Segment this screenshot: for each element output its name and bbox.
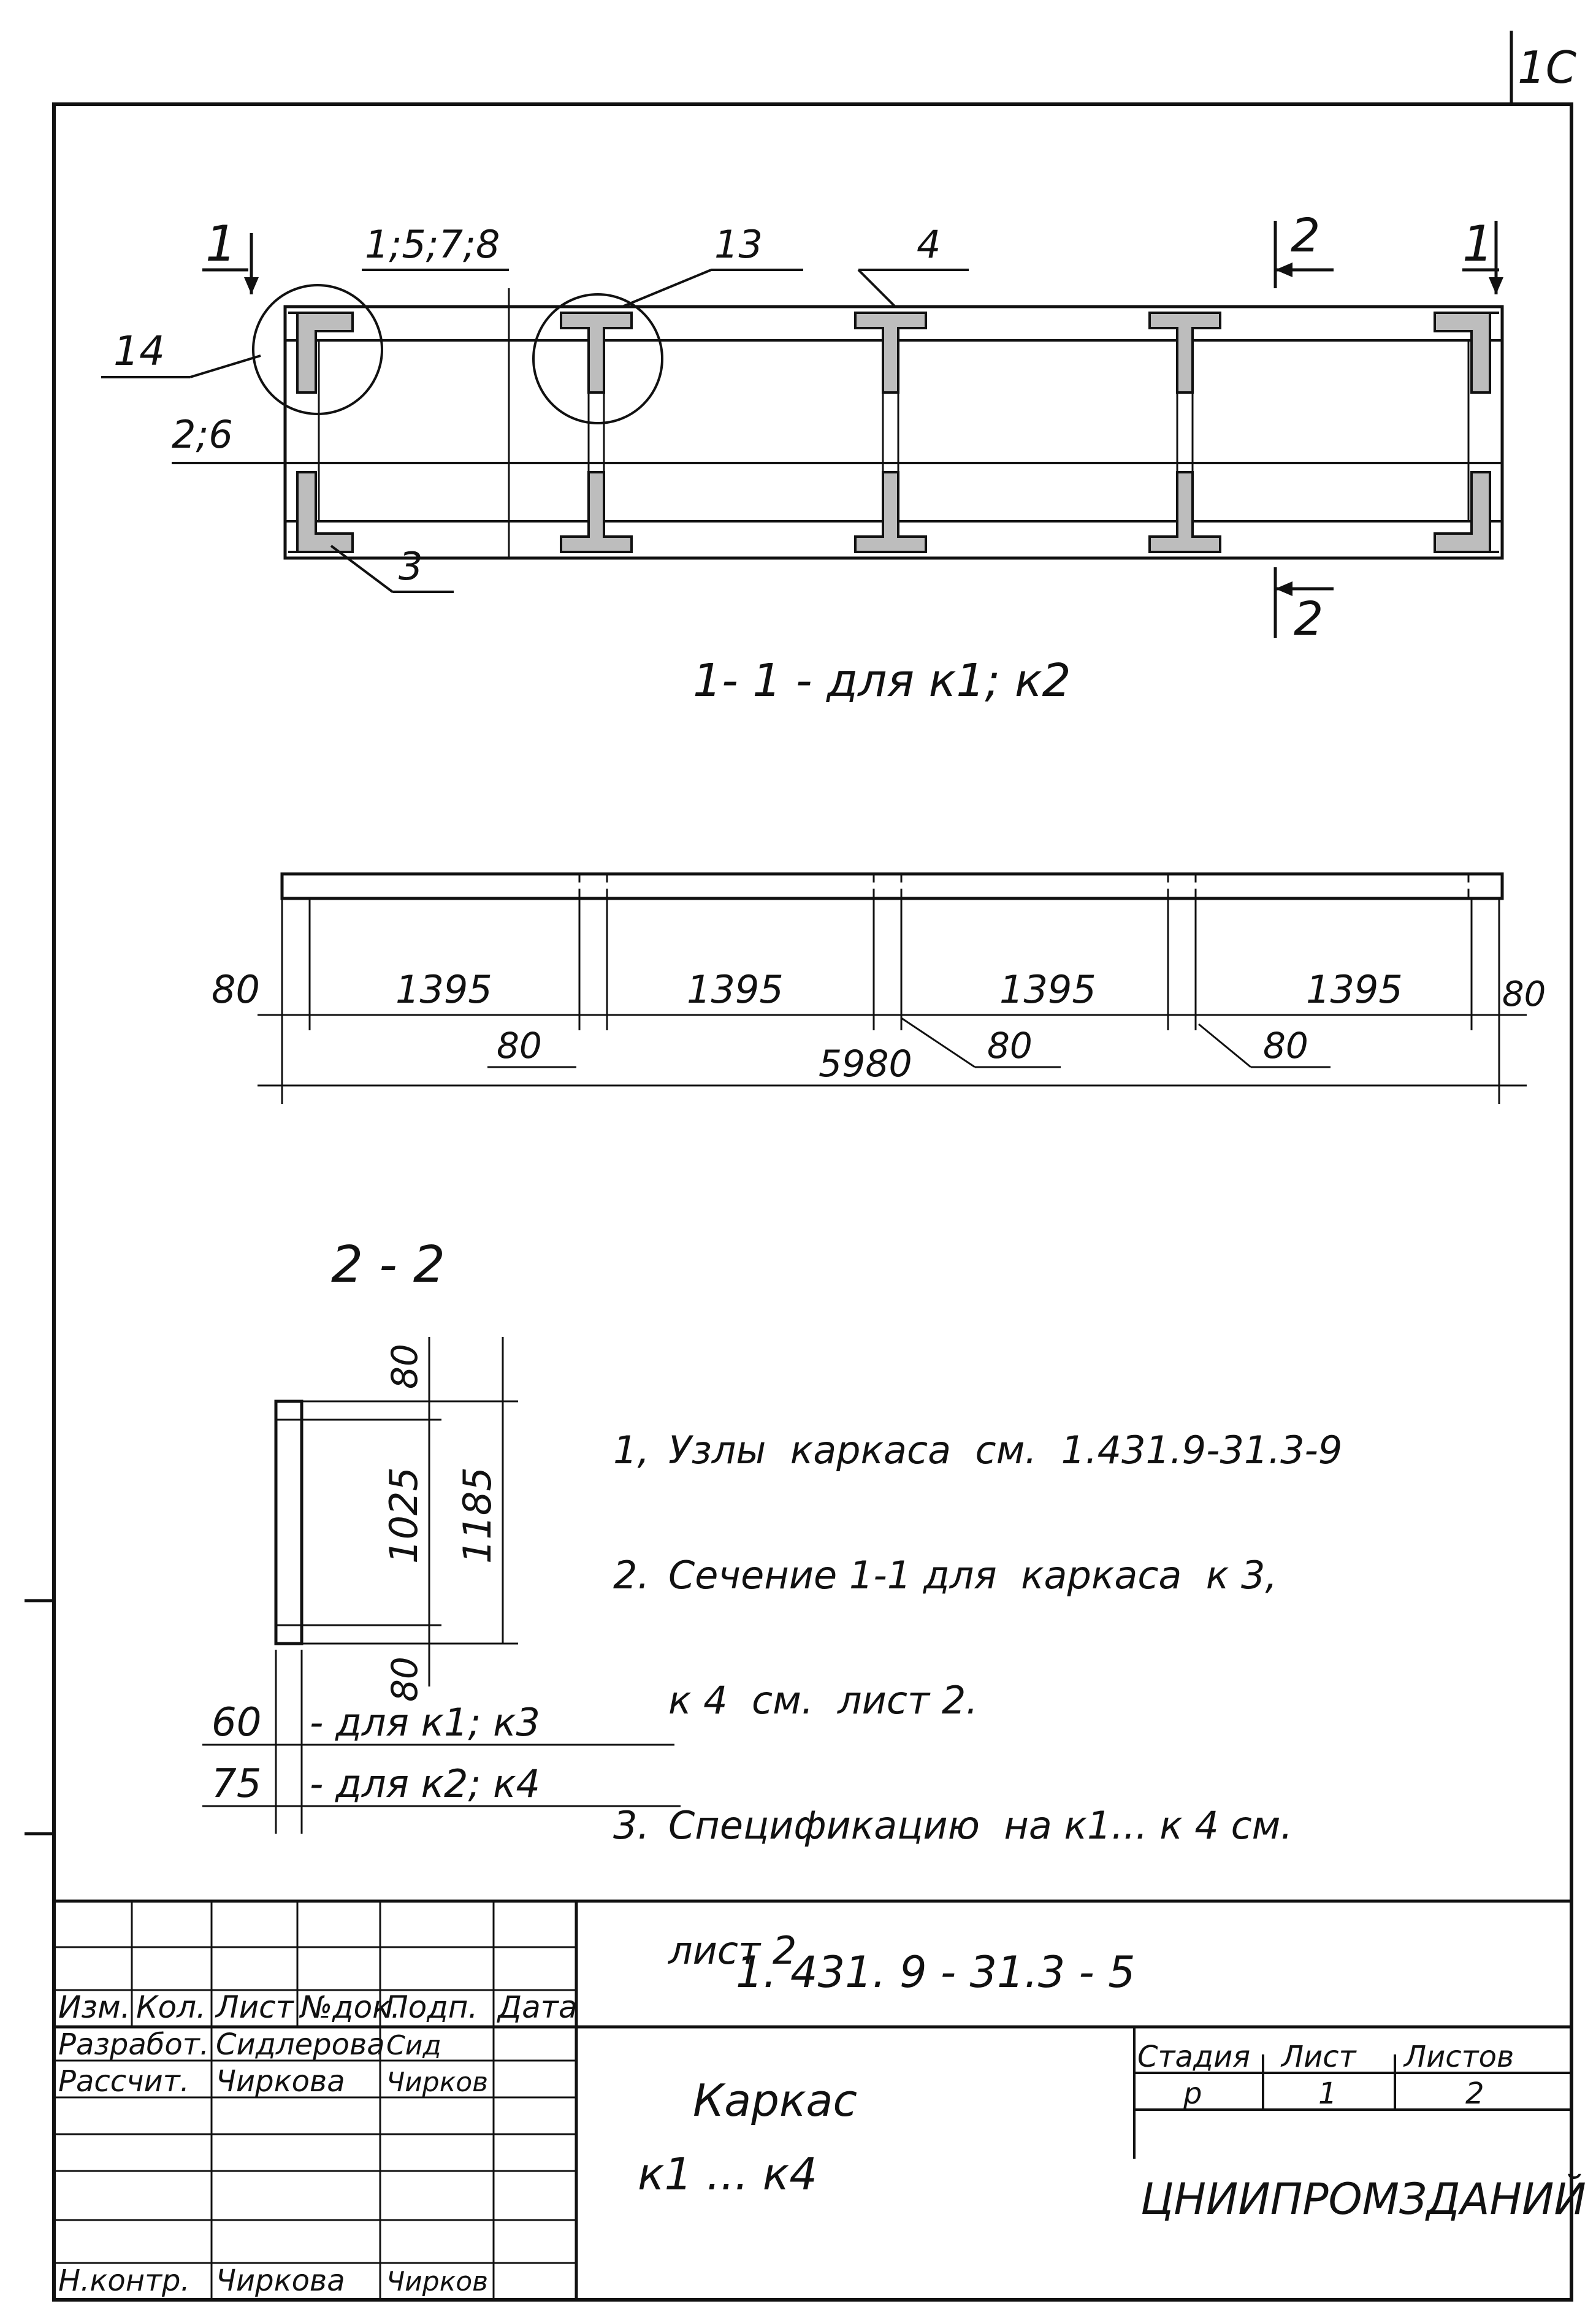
note-number xyxy=(613,1680,668,1721)
dim-1395: 1395 xyxy=(999,967,1096,1012)
dim-80-top: 80 xyxy=(384,1344,426,1389)
section-2-2-title: 2 - 2 xyxy=(331,1236,445,1294)
cut-label-1-left: 1 xyxy=(205,215,237,272)
callout-circle-14 xyxy=(252,284,383,415)
header-kol: Кол. xyxy=(136,1989,206,2025)
header-izm: Изм. xyxy=(58,1989,131,2025)
callout-3: 3 xyxy=(399,544,422,589)
dim-1025: 1025 xyxy=(381,1467,426,1564)
name-line1: Каркас xyxy=(693,2075,857,2126)
note-3: 3. Спецификацию на к1... к 4 см. xyxy=(613,1805,1342,1847)
note-text: Узлы каркаса см. 1.431.9-31.3-9 xyxy=(668,1428,1343,1472)
sheets-value: 2 xyxy=(1465,2077,1484,2111)
title-block: Изм. Кол. Лист №док. Подп. Дата Разработ… xyxy=(54,1899,1586,2300)
callout-1578: 1;5;7;8 xyxy=(365,222,500,267)
note-2-cont: к 4 см. лист 2. xyxy=(613,1680,1342,1721)
t-profile-bottom xyxy=(560,471,1221,553)
corner-angle-profile xyxy=(1434,312,1499,394)
note-text: Спецификацию на к1... к 4 см. xyxy=(668,1803,1293,1848)
note-number: 1, xyxy=(613,1428,650,1472)
row-60-value: 60 xyxy=(212,1700,261,1745)
section-1-1-title: 1- 1 - для к1; к2 xyxy=(693,654,1071,707)
callout-circle-13 xyxy=(532,293,663,424)
dim-1395: 1395 xyxy=(687,967,784,1012)
elevation-view: 80 1395 1395 1395 1395 80 80 80 80 5980 xyxy=(212,872,1546,1104)
dim-1185: 1185 xyxy=(455,1467,500,1564)
note-text: Сечение 1-1 для каркаса к 3, xyxy=(668,1553,1278,1598)
callout-13: 13 xyxy=(714,222,763,267)
corner-angle-profile xyxy=(1434,471,1499,553)
sheet-number: 1C xyxy=(1518,42,1577,93)
bar-profile xyxy=(274,1399,304,1645)
row-nkontr-sign: Чирков xyxy=(386,2266,488,2297)
corner-angle-profile xyxy=(288,312,354,394)
cut-label-1-right: 1 xyxy=(1462,215,1494,272)
note-1: 1, Узлы каркаса см. 1.431.9-31.3-9 xyxy=(613,1430,1342,1471)
dim-80-bottom: 80 xyxy=(384,1656,426,1702)
sheet-value: 1 xyxy=(1318,2077,1337,2111)
row-razrab-sign: Сид xyxy=(386,2030,441,2061)
header-ndoc: №док. xyxy=(299,1989,400,2025)
row-75-text: - для к2; к4 xyxy=(310,1761,540,1806)
row-nkontr-label: Н.контр. xyxy=(58,2264,190,2298)
t-profile-top xyxy=(560,312,1221,394)
row-razrab-name: Сидлерова xyxy=(216,2027,385,2062)
sheets-header: Листов xyxy=(1403,2040,1514,2074)
note-text: лист 2 xyxy=(668,1928,797,1973)
name-line2: к1 ... к4 xyxy=(638,2148,817,2200)
doc-code: 1. 431. 9 - 31.3 - 5 xyxy=(736,1947,1136,1997)
note-number xyxy=(613,1930,668,1972)
row-rasschit-label: Рассчит. xyxy=(58,2064,189,2099)
stage-header: Стадия xyxy=(1137,2040,1250,2074)
org-name: ЦНИИПРОМЗДАНИЙ xyxy=(1140,2174,1586,2224)
header-podp: Подп. xyxy=(385,1989,478,2025)
dim-80-gap: 80 xyxy=(497,1025,542,1066)
dim-80-gap: 80 xyxy=(987,1025,1033,1066)
header-data: Дата xyxy=(497,1989,577,2025)
beam-outline xyxy=(280,872,1504,900)
sheet-header: Лист xyxy=(1280,2040,1357,2074)
section-2-2: 2 - 2 80 1025 1185 80 60 - для к1; к3 75… xyxy=(202,1236,681,1834)
note-text: к 4 см. лист 2. xyxy=(668,1678,978,1723)
dim-80-right: 80 xyxy=(1502,974,1546,1014)
note-number: 2. xyxy=(613,1553,650,1598)
corner-angle-profile xyxy=(288,471,354,553)
callout-26: 2;6 xyxy=(172,412,233,457)
note-3-cont: лист 2 xyxy=(613,1930,1342,1972)
row-60-text: - для к1; к3 xyxy=(310,1700,540,1745)
section-1-1: 1 1 2 2 1;5;7;8 13 4 14 2;6 3 1- 1 - для… xyxy=(101,208,1504,707)
row-nkontr-name: Чиркова xyxy=(216,2264,345,2298)
notes-list: 1, Узлы каркаса см. 1.431.9-31.3-9 2. Сече… xyxy=(613,1346,1342,2013)
row-rasschit-sign: Чирков xyxy=(386,2067,488,2098)
note-number: 3. xyxy=(613,1803,650,1848)
dim-1395: 1395 xyxy=(395,967,492,1012)
header-list: Лист xyxy=(215,1989,295,2025)
sheet-frame xyxy=(52,102,1573,2302)
cut-label-2-bottom: 2 xyxy=(1294,591,1323,646)
dim-1395: 1395 xyxy=(1306,967,1403,1012)
cut-label-2-top: 2 xyxy=(1291,208,1320,262)
callout-14: 14 xyxy=(113,327,165,375)
dim-80-left: 80 xyxy=(212,967,260,1012)
stage-value: р xyxy=(1183,2077,1202,2111)
dim-80-gap: 80 xyxy=(1263,1025,1308,1066)
callout-4: 4 xyxy=(917,222,941,267)
row-razrab-label: Разработ. xyxy=(58,2027,209,2062)
row-75-value: 75 xyxy=(212,1761,261,1807)
dim-total: 5980 xyxy=(819,1043,912,1085)
row-rasschit-name: Чиркова xyxy=(216,2064,345,2099)
note-2: 2. Сечение 1-1 для каркаса к 3, xyxy=(613,1555,1342,1596)
